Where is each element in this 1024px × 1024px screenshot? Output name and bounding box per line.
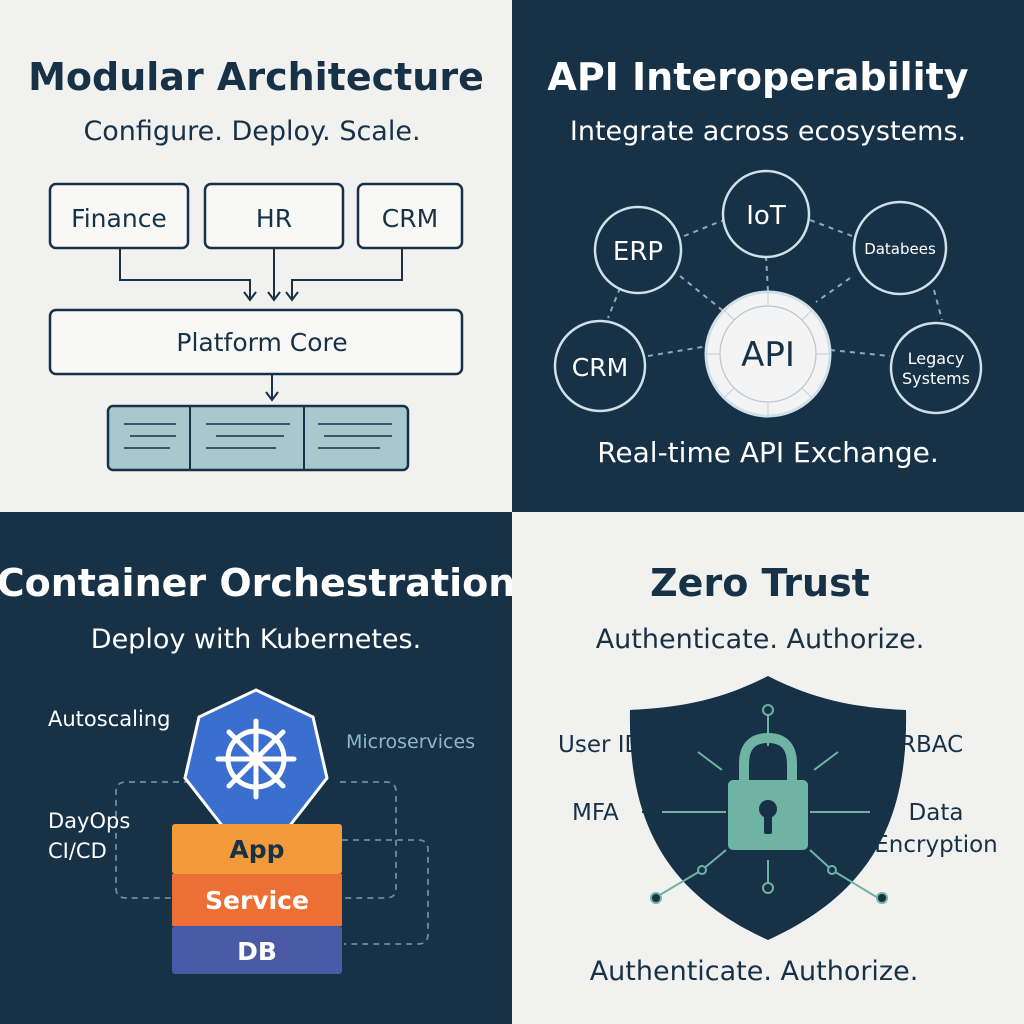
container-subtitle: Deploy with Kubernetes. [91, 624, 421, 655]
lock-icon [728, 732, 808, 850]
api-dashed-connections [607, 219, 943, 357]
module-connectors [119, 248, 403, 402]
zerotrust-subtitle: Authenticate. Authorize. [596, 624, 925, 655]
legacy-systems-node [889, 321, 983, 415]
dayops-label: DayOps [48, 809, 130, 833]
api-network-diagram: API Interoperability Integrate across ec… [547, 55, 983, 469]
orchestration-dashed-paths [115, 781, 429, 945]
legacy-systems-label-line2: Systems [902, 369, 970, 388]
crm-module-box [356, 182, 464, 250]
service-layer-label: Service [205, 886, 309, 915]
mfa-label: MFA [572, 800, 619, 826]
api-hub: API [704, 290, 832, 418]
api-interoperability-panel: API Interoperability Integrate across ec… [512, 0, 1024, 512]
crm-node [553, 319, 647, 413]
zero-trust-diagram: Zero Trust Authenticate. Authorize. [558, 561, 998, 987]
zerotrust-title: Zero Trust [650, 561, 870, 605]
container-orchestration-diagram: Container Orchestration Deploy with Kube… [0, 561, 512, 974]
data-encryption-label-line1: Data [909, 800, 964, 826]
storage-tray [106, 404, 410, 472]
modular-subtitle: Configure. Deploy. Scale. [83, 116, 420, 147]
modular-title: Modular Architecture [28, 55, 484, 99]
microservices-label: Microservices [346, 731, 475, 753]
api-subtitle: Integrate across ecosystems. [570, 116, 966, 147]
cicd-label: CI/CD [48, 839, 107, 863]
kubernetes-icon [183, 688, 329, 830]
crm-node-label: CRM [572, 353, 628, 382]
databases-node [852, 200, 948, 296]
rbac-label: RBAC [900, 732, 963, 758]
zero-trust-panel: Zero Trust Authenticate. Authorize. [512, 512, 1024, 1024]
hr-module-label: HR [256, 204, 292, 233]
zerotrust-footer: Authenticate. Authorize. [590, 956, 919, 987]
container-title: Container Orchestration [0, 561, 512, 605]
db-layer [172, 926, 342, 974]
iot-node-label: IoT [746, 201, 786, 231]
api-hub-label: API [741, 335, 795, 375]
iot-node [721, 169, 811, 259]
app-layer [172, 824, 342, 874]
api-footer: Real-time API Exchange. [597, 436, 939, 469]
finance-module-label: Finance [71, 204, 167, 233]
autoscaling-label: Autoscaling [48, 707, 170, 731]
modular-architecture-diagram: Modular Architecture Configure. Deploy. … [28, 55, 484, 472]
platform-core-label: Platform Core [176, 328, 347, 357]
erp-node [593, 205, 683, 295]
db-layer-label: DB [237, 937, 277, 966]
user-id-label: User ID [558, 732, 642, 758]
container-orchestration-panel: Container Orchestration Deploy with Kube… [0, 512, 512, 1024]
data-encryption-label-line2: Encryption [874, 832, 997, 858]
app-layer-label: App [229, 835, 284, 864]
legacy-systems-label-line1: Legacy [908, 349, 965, 368]
crm-module-label: CRM [382, 204, 438, 233]
shield-circuit-nodes [650, 704, 888, 904]
erp-node-label: ERP [613, 237, 663, 267]
modular-architecture-panel: Modular Architecture Configure. Deploy. … [0, 0, 512, 512]
api-title: API Interoperability [547, 55, 968, 99]
databases-node-label: Databees [864, 240, 936, 258]
service-layer [172, 874, 342, 926]
platform-core-box [48, 308, 464, 376]
